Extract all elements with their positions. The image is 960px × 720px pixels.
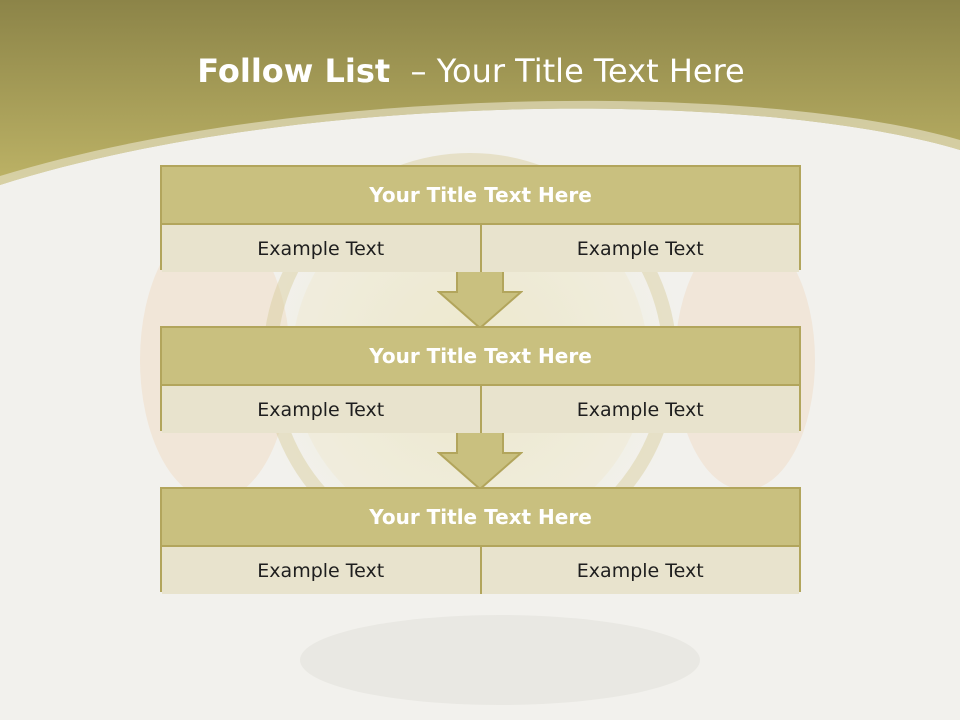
- step-title: Your Title Text Here: [162, 328, 799, 386]
- slide-title-bold: Follow List: [197, 52, 391, 90]
- slide-title: Follow List – Your Title Text Here: [0, 52, 942, 90]
- step-cell-right: Example Text: [479, 386, 799, 433]
- step-title: Your Title Text Here: [162, 167, 799, 225]
- step-cell-right: Example Text: [479, 547, 799, 594]
- step-cell-right: Example Text: [479, 225, 799, 272]
- step-row: Example Text Example Text: [162, 225, 799, 272]
- header-band: [0, 0, 960, 185]
- step-cell-left: Example Text: [162, 547, 480, 594]
- step-row: Example Text Example Text: [162, 547, 799, 594]
- down-arrow-icon: [437, 430, 523, 491]
- step-row: Example Text Example Text: [162, 386, 799, 433]
- step-cell-left: Example Text: [162, 386, 480, 433]
- step-block-3: Your Title Text Here Example Text Exampl…: [160, 487, 801, 594]
- step-cell-left: Example Text: [162, 225, 480, 272]
- step-block-2: Your Title Text Here Example Text Exampl…: [160, 326, 801, 433]
- down-arrow-icon: [437, 269, 523, 330]
- step-title: Your Title Text Here: [162, 489, 799, 547]
- step-block-1: Your Title Text Here Example Text Exampl…: [160, 165, 801, 272]
- slide-title-rest: – Your Title Text Here: [390, 52, 745, 90]
